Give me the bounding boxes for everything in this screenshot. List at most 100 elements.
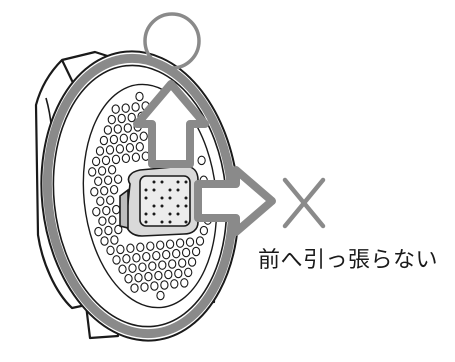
- plate-hole: [170, 279, 179, 289]
- plate-hole: [100, 236, 109, 246]
- valve-dot: [168, 188, 172, 192]
- plate-hole: [134, 272, 143, 283]
- plate-hole: [117, 113, 126, 124]
- plate-hole: [105, 145, 115, 155]
- plate-hole: [129, 132, 138, 143]
- plate-hole: [112, 204, 121, 215]
- cross-ng-icon: [282, 177, 326, 229]
- plate-hole: [160, 280, 169, 290]
- plate-hole: [97, 166, 107, 176]
- valve-dot: [152, 204, 156, 208]
- plate-hole: [131, 152, 141, 163]
- plate-hole: [121, 153, 131, 164]
- plate-hole: [132, 253, 141, 263]
- valve-dot: [184, 196, 188, 200]
- plate-hole: [88, 167, 97, 177]
- plate-hole: [116, 244, 125, 255]
- valve-dot: [176, 212, 180, 216]
- plate-hole: [101, 155, 111, 166]
- plate-hole: [113, 124, 122, 134]
- plate-hole: [158, 260, 167, 270]
- plate-hole: [146, 241, 155, 251]
- plate-hole: [118, 264, 127, 275]
- valve-dot: [168, 220, 172, 224]
- plate-hole: [98, 216, 107, 226]
- plate-hole: [148, 261, 157, 271]
- plate-hole: [131, 102, 140, 112]
- plate-hole: [121, 103, 130, 113]
- plate-hole: [172, 248, 181, 259]
- plate-hole: [187, 257, 197, 267]
- plate-hole: [122, 254, 131, 264]
- plate-hole: [139, 131, 148, 142]
- valve-dot: [168, 212, 172, 216]
- warning-caption: 前へ引っ張らない: [258, 248, 439, 273]
- plate-hole: [109, 184, 119, 195]
- valve-dot: [176, 188, 180, 192]
- plate-hole: [136, 242, 145, 253]
- circle-ok-icon: [143, 12, 201, 70]
- valve-dot: [160, 204, 164, 208]
- plate-hole: [168, 259, 177, 269]
- valve-dot: [144, 220, 148, 224]
- plate-hole: [140, 282, 149, 292]
- plate-hole: [144, 271, 153, 282]
- plate-hole: [113, 174, 123, 184]
- plate-hole: [107, 165, 117, 175]
- plate-hole: [95, 146, 105, 156]
- plate-hole: [156, 290, 165, 301]
- plate-hole: [114, 224, 123, 235]
- plate-hole: [92, 206, 101, 217]
- plate-hole: [109, 134, 119, 145]
- plate-hole: [156, 240, 165, 250]
- plate-hole: [123, 123, 132, 133]
- plate-hole: [99, 135, 109, 146]
- plate-hole: [119, 133, 128, 144]
- plate-hole: [115, 144, 125, 154]
- up-arrow: [133, 80, 209, 168]
- plate-hole: [91, 156, 101, 167]
- valve-dot: [176, 180, 180, 184]
- plate-hole: [125, 143, 135, 153]
- plate-hole: [111, 104, 120, 114]
- plate-hole: [96, 196, 105, 206]
- valve-dot: [160, 220, 164, 224]
- plate-hole: [103, 175, 113, 186]
- plate-hole: [150, 281, 159, 291]
- plate-hole: [103, 125, 113, 135]
- plate-hole: [111, 154, 121, 165]
- plate-hole: [128, 263, 137, 273]
- valve-dot: [144, 188, 148, 192]
- valve-dot: [152, 212, 156, 216]
- plate-hole: [138, 262, 147, 272]
- plate-hole: [94, 176, 103, 187]
- plate-hole: [127, 112, 136, 123]
- plate-hole: [102, 205, 111, 216]
- plate-hole: [126, 243, 135, 254]
- plate-hole: [106, 245, 115, 256]
- plate-hole: [197, 155, 206, 166]
- valve-dot: [184, 220, 188, 224]
- plate-hole: [165, 239, 175, 249]
- valve-dot: [176, 204, 180, 208]
- forward-arrow: [194, 166, 276, 236]
- valve-dot: [184, 204, 188, 208]
- plate-hole: [108, 215, 117, 225]
- plate-hole: [191, 246, 201, 257]
- plate-hole: [175, 238, 185, 248]
- steam-valve: [119, 165, 199, 237]
- valve-dot: [144, 212, 148, 216]
- plate-hole: [142, 251, 151, 262]
- plate-hole: [195, 236, 205, 246]
- plate-hole: [185, 237, 195, 247]
- plate-hole: [130, 283, 139, 293]
- valve-dot: [160, 180, 164, 184]
- plate-hole: [154, 270, 163, 281]
- plate-hole: [135, 142, 144, 152]
- plate-hole: [106, 195, 115, 205]
- valve-dot: [184, 180, 188, 184]
- plate-hole: [180, 278, 189, 288]
- plate-hole: [164, 269, 173, 280]
- plate-hole: [104, 225, 113, 236]
- plate-hole: [181, 247, 191, 258]
